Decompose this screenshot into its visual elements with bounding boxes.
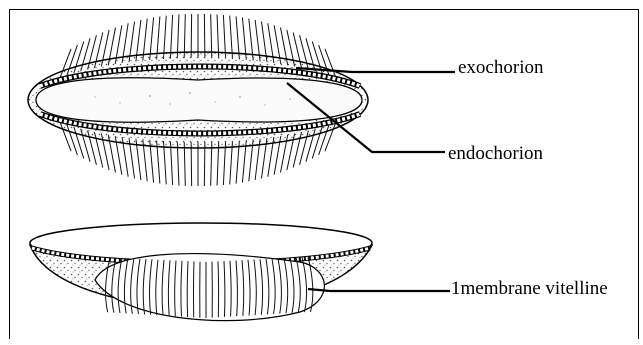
endochorion-lumen [36, 78, 362, 122]
exochorion-label: exochorion [458, 58, 543, 77]
endochorion-label: endochorion [448, 144, 543, 163]
vitelline-membrane [95, 254, 324, 321]
vitelline-leader [308, 289, 450, 291]
membrane-vitelline-label: 1membrane vitelline [451, 279, 608, 298]
bottom-egg [30, 223, 372, 321]
top-egg [28, 14, 368, 186]
